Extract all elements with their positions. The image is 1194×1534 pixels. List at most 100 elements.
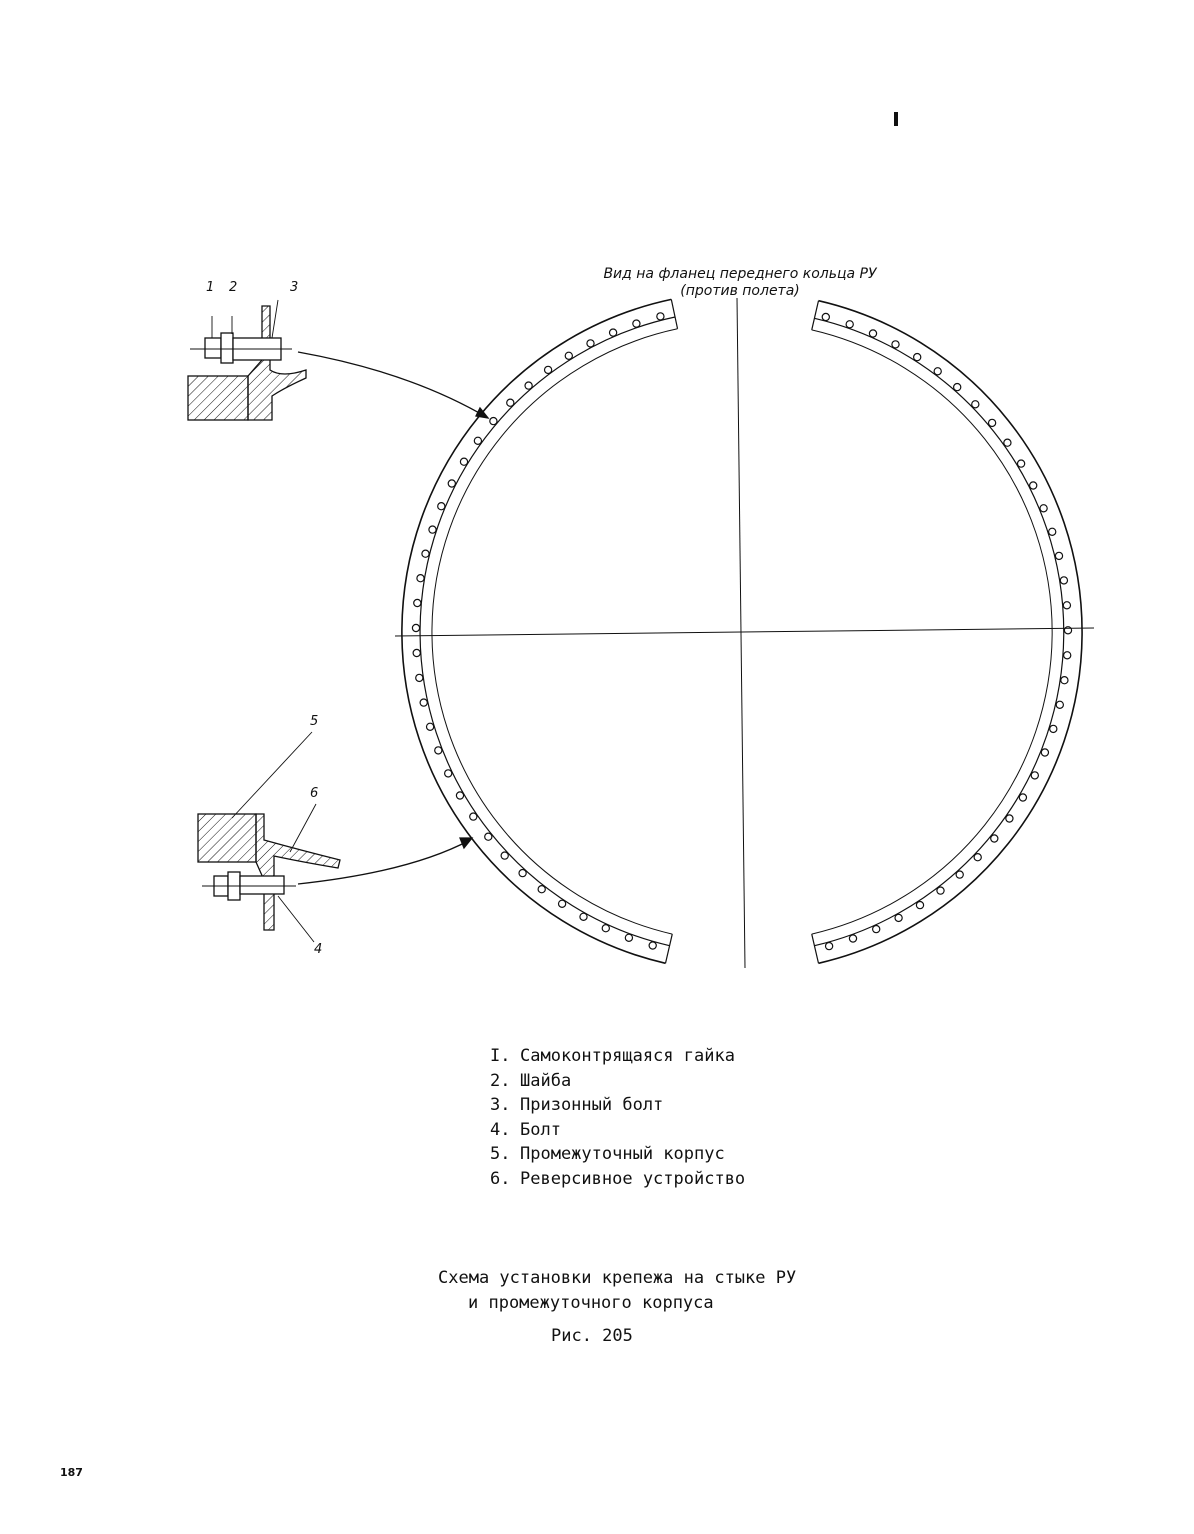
bolt-hole: [506, 398, 515, 407]
bolt-hole: [1062, 651, 1072, 660]
intermediate-case-section: [187, 375, 249, 421]
view-title-line2: (против полета): [680, 283, 800, 299]
legend-item: 4.Болт: [490, 1119, 561, 1140]
bolt-hole: [1005, 814, 1014, 823]
bolt-hole: [428, 525, 437, 534]
ring-arc: [419, 316, 676, 947]
ring-end: [670, 299, 679, 329]
ring-end: [811, 933, 820, 964]
ring-end: [664, 933, 673, 964]
bolt-hole: [500, 851, 509, 860]
nut-part-1: [204, 337, 222, 359]
ring-end: [811, 300, 820, 331]
bolt-hole: [455, 791, 465, 800]
caption-line1: Схема установки крепежа на стыке РУ: [438, 1268, 797, 1288]
legend-item: 5.Промежуточный корпус: [490, 1144, 725, 1165]
bolt-hole: [1062, 601, 1072, 610]
bolt-hole: [868, 329, 878, 338]
bolt-hole: [447, 479, 456, 488]
bolt-hole: [444, 769, 453, 778]
callout-6: 6: [310, 786, 319, 801]
bolt-hole: [1003, 438, 1012, 447]
bolt-hole: [1018, 793, 1028, 802]
ring-arc: [814, 317, 1065, 947]
bolt-hole: [579, 912, 588, 922]
bolt-hole: [955, 870, 964, 879]
intermediate-case-part-5: [197, 813, 257, 863]
ring-arc: [818, 299, 1083, 965]
bolt-hole: [913, 352, 922, 362]
bolt-hole: [1060, 676, 1069, 685]
flange-ring: [401, 298, 1083, 965]
bolt-hole: [915, 900, 925, 910]
legend-item: 2.Шайба: [490, 1070, 572, 1091]
bolt-hole: [821, 312, 831, 322]
callout-3: 3: [290, 280, 299, 295]
figure-number: Рис. 205: [551, 1326, 633, 1346]
bolt-hole: [987, 418, 997, 428]
bolt-hole: [469, 812, 478, 821]
bolt-hole: [415, 673, 424, 683]
view-title: Вид на фланец переднего кольца РУ (проти…: [560, 266, 920, 300]
bolt-hole: [624, 933, 634, 943]
detail-lower-joint: [197, 731, 474, 943]
bolt-hole: [1059, 576, 1069, 585]
bolt-hole: [632, 319, 641, 328]
bolt-hole: [437, 502, 446, 511]
bolt-hole: [648, 941, 657, 950]
ring-arc: [401, 298, 672, 965]
bolt-hole: [489, 416, 498, 426]
bolt-hole: [518, 868, 527, 878]
bolt-hole: [411, 623, 421, 633]
bolt-hole: [1054, 551, 1064, 561]
bolt-hole: [416, 574, 425, 583]
bolt-hole: [1055, 700, 1065, 710]
detail-upper-joint: [187, 299, 490, 421]
bolt-hole: [1016, 459, 1026, 468]
bolt-hole: [971, 400, 980, 409]
legend-item: 3.Призонный болт: [490, 1095, 664, 1116]
bolt-hole: [484, 832, 493, 841]
bolt-hole: [990, 834, 999, 843]
page-number: 187: [60, 1466, 83, 1479]
bolt-hole: [524, 381, 533, 390]
legend-item: 6.Реверсивное устройство: [490, 1168, 746, 1189]
bolt-hole: [848, 934, 858, 943]
callout-4: 4: [314, 942, 323, 957]
bolt-hole: [413, 598, 422, 608]
bolt-hole: [891, 340, 900, 349]
reverser-part-6: [255, 813, 341, 931]
bolt-hole: [1039, 504, 1048, 513]
bolt-hole: [459, 457, 469, 466]
bolt-hole: [656, 312, 665, 321]
bolt-hole: [564, 351, 574, 360]
bolt-hole: [872, 924, 881, 934]
legend-item: I.Самоконтрящаяся гайка: [490, 1046, 735, 1066]
ring-arc: [811, 329, 1053, 935]
bolt-hole: [1028, 481, 1038, 490]
bolt-hole: [421, 549, 430, 558]
bolt-hole: [953, 382, 962, 392]
washer-part-2: [220, 332, 234, 364]
bolt-hole: [824, 941, 834, 951]
bolt-hole: [845, 320, 854, 329]
bolt-hole: [973, 853, 982, 862]
callout-5: 5: [310, 714, 319, 729]
bolt-hole: [537, 885, 546, 894]
bolt-hole: [894, 913, 903, 923]
parts-legend: I.Самоконтрящаяся гайка 2.Шайба 3.Призон…: [490, 1044, 745, 1192]
bolt-hole: [425, 722, 435, 732]
callout-2: 2: [229, 280, 238, 295]
page-mark: [894, 112, 898, 126]
horizontal-center-line: [394, 627, 1095, 637]
bolt-hole: [557, 899, 567, 909]
bolt-hole: [1040, 748, 1050, 757]
ring-flange-section: [247, 305, 307, 421]
bolt-hole: [1047, 527, 1057, 537]
bolt-hole: [419, 698, 428, 707]
caption-line2: и промежуточного корпуса: [468, 1293, 714, 1313]
bolt-hole: [1063, 626, 1073, 635]
center-lines: [394, 297, 1095, 969]
bolt-hole: [412, 648, 421, 658]
